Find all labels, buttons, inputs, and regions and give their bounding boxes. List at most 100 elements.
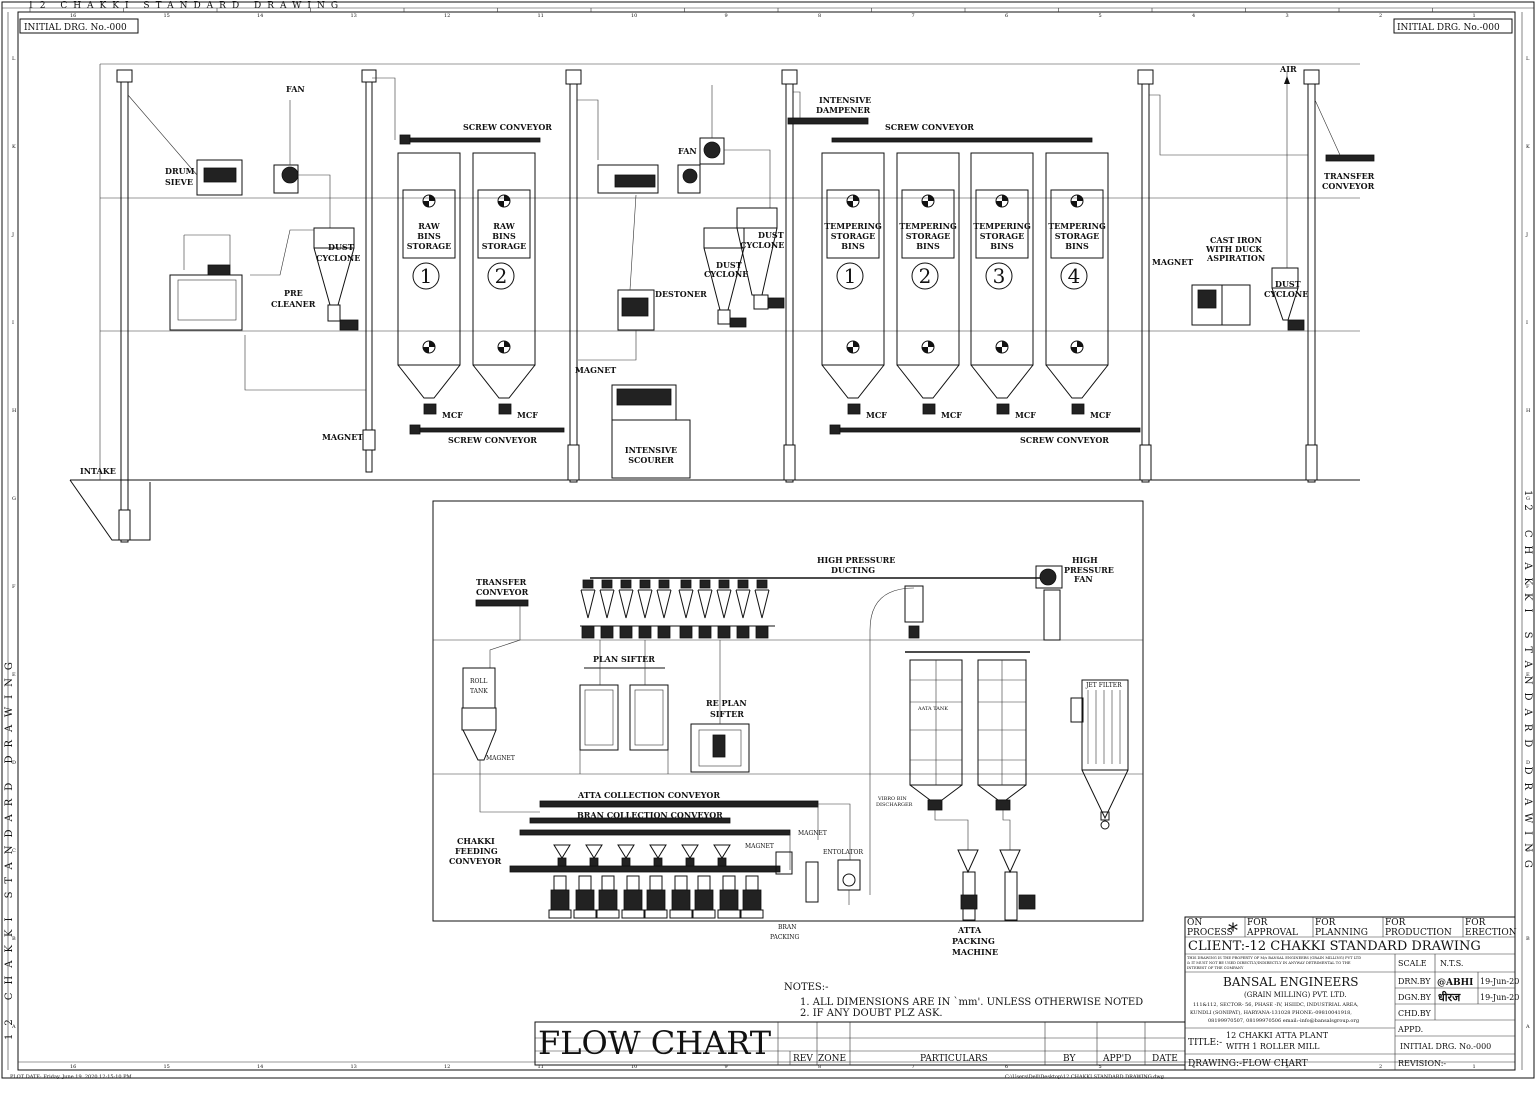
column-number-bottom: 1 xyxy=(1473,1064,1476,1070)
column-number-bottom: 2 xyxy=(1379,1064,1382,1070)
dust-cyclone-2-label-b: CYCLONE xyxy=(740,240,784,250)
hp-cyclone xyxy=(637,579,653,639)
row-letter-left: B xyxy=(12,936,16,942)
raw-bin-2 xyxy=(472,152,536,415)
screw-conveyor-bottom-1-label: SCREW CONVEYOR xyxy=(448,435,537,445)
hp-fan-label-1: HIGH xyxy=(1072,555,1098,565)
raw-bin-1 xyxy=(397,152,461,415)
row-letter-right: H xyxy=(1526,408,1531,414)
status-planning-2: PLANNING xyxy=(1315,928,1368,938)
tempering-bin-label: STORAGE xyxy=(980,231,1024,241)
date-header: DATE xyxy=(1152,1054,1178,1064)
hp-cyclone xyxy=(754,579,770,639)
atta-packing-label-2: PACKING xyxy=(952,936,995,946)
plot-date: PLOT DATE: Friday, June 19, 2020 12:15:1… xyxy=(10,1074,132,1080)
tempering-bin-label: TEMPERING xyxy=(1048,221,1106,231)
row-letter-right: D xyxy=(1526,760,1530,766)
notes-line-2: 2. IF ANY DOUBT PLZ ASK. xyxy=(800,1008,943,1019)
disclaimer-2: & IT MUST NOT BE USED DIRECTLY/INDIRECTL… xyxy=(1187,961,1351,965)
elevator-5 xyxy=(1137,69,1154,483)
fan-1 xyxy=(273,100,331,228)
top-banner: 12 CHAKKI STANDARD DRAWING xyxy=(28,1,344,11)
chakki-mill-feed xyxy=(617,844,635,867)
air-label: AIR xyxy=(1279,64,1297,74)
particulars-header: PARTICULARS xyxy=(920,1054,988,1064)
tempering-bin-label: BINS xyxy=(916,241,940,251)
plan-sifters xyxy=(579,640,750,774)
tempering-bin-label: STORAGE xyxy=(1055,231,1099,241)
tempering-bin-mcf: MCF xyxy=(1090,410,1111,420)
magnet-b-label: MAGNET xyxy=(798,830,827,837)
dust-cyclone-1-label-a: DUST xyxy=(328,242,354,252)
chakki-mill xyxy=(669,875,693,919)
tempering-bin-mcf: MCF xyxy=(941,410,962,420)
row-letter-right: C xyxy=(1526,848,1530,854)
roll-tank-label-2: TANK xyxy=(470,688,488,695)
column-number-top: 14 xyxy=(257,13,263,19)
raw-bin-2-line-3: STORAGE xyxy=(482,241,526,251)
transfer-conveyor-lower-label-2: CONVEYOR xyxy=(476,587,529,597)
chakki-mill xyxy=(621,875,645,919)
tempering-bin-label: BINS xyxy=(841,241,865,251)
address-1: 111&112, SECTOR- 56, PHASE -IV, HSIIDC, … xyxy=(1193,1002,1359,1008)
lower-frame xyxy=(432,500,1144,922)
raw-bin-1-line-3: STORAGE xyxy=(407,241,451,251)
disclaimer-1: THIS DRAWING IS THE PROPERTY OF M/s BANS… xyxy=(1187,956,1361,960)
tempering-bin-label: BINS xyxy=(990,241,1014,251)
drawing-name: DRAWING:-FLOW CHART xyxy=(1188,1059,1308,1069)
tempering-bins: TEMPERINGSTORAGEBINS1MCFTEMPERINGSTORAGE… xyxy=(821,152,1111,420)
hp-ducting-label-2: DUCTING xyxy=(831,565,875,575)
row-letter-left: L xyxy=(12,56,16,62)
hp-cyclone xyxy=(599,579,615,639)
title-block xyxy=(1184,916,1516,1071)
column-number-top: 2 xyxy=(1379,13,1382,19)
column-number-top: 1 xyxy=(1473,13,1476,19)
column-number-bottom: 13 xyxy=(351,1064,357,1070)
drn-date: 19-Jun-20 xyxy=(1480,977,1519,986)
fan-2-label: FAN xyxy=(678,146,697,156)
elevator-2 xyxy=(361,69,377,473)
initial-drg-title: INITIAL DRG. No.-000 xyxy=(1400,1042,1491,1051)
row-letter-left: G xyxy=(12,496,16,502)
status-approval-2: APPROVAL xyxy=(1246,928,1298,938)
column-number-top: 9 xyxy=(725,13,728,19)
zone-header: ZONE xyxy=(818,1054,846,1064)
entoleter-label: ENTOLATOR xyxy=(823,849,863,856)
chakki-mill xyxy=(717,875,741,919)
chakki-feeding-label-2: FEEDING xyxy=(455,846,498,856)
tempering-bin-label: TEMPERING xyxy=(973,221,1031,231)
chakki-mill xyxy=(644,875,668,919)
row-letter-right: F xyxy=(1526,584,1530,590)
chakki-mill xyxy=(692,875,716,919)
magnet-c-label: MAGNET xyxy=(745,843,774,850)
vibro-label-2: DISCHARGER xyxy=(876,802,913,808)
row-letter-left: F xyxy=(12,584,16,590)
tempering-bin-label: STORAGE xyxy=(831,231,875,241)
title-line-2: WITH 1 ROLLER MILL xyxy=(1226,1042,1320,1051)
title-prefix: TITLE:- xyxy=(1188,1038,1222,1048)
file-path: C:\Users\Dell\Desktop\12 CHAKKI STANDARD… xyxy=(1005,1074,1165,1080)
vibro-label-1: VIBRO BIN xyxy=(877,796,907,802)
row-letter-left: C xyxy=(12,848,16,854)
magnet-1-label: MAGNET xyxy=(322,432,363,442)
row-letter-left: D xyxy=(12,760,16,766)
side-banner-right: 12 CHAKKI STANDARD DRAWING xyxy=(1522,490,1533,876)
high-pressure-ducting xyxy=(580,565,1063,895)
drn-label: DRN.BY xyxy=(1398,977,1431,986)
row-letter-right: A xyxy=(1525,1024,1530,1030)
row-letter-left: K xyxy=(12,144,16,150)
elevator-4 xyxy=(781,69,798,483)
chakki-mill-feed xyxy=(585,844,603,867)
row-letter-left: A xyxy=(11,1024,16,1030)
dust-cyclone-1-label-b: CYCLONE xyxy=(316,253,360,263)
rev-header: REV xyxy=(793,1054,813,1064)
intensive-scourer-label-1: INTENSIVE xyxy=(625,445,677,455)
raw-bin-2-mcf: MCF xyxy=(517,410,538,420)
raw-bin-2-line-2: BINS xyxy=(492,231,516,241)
raw-bin-1-number: 1 xyxy=(420,264,433,288)
column-number-bottom: 5 xyxy=(1099,1064,1102,1070)
atta-packing-label-3: MACHINE xyxy=(952,947,998,957)
dust-cyclone-2-label-a: DUST xyxy=(758,230,784,240)
tempering-bin-label: TEMPERING xyxy=(899,221,957,231)
